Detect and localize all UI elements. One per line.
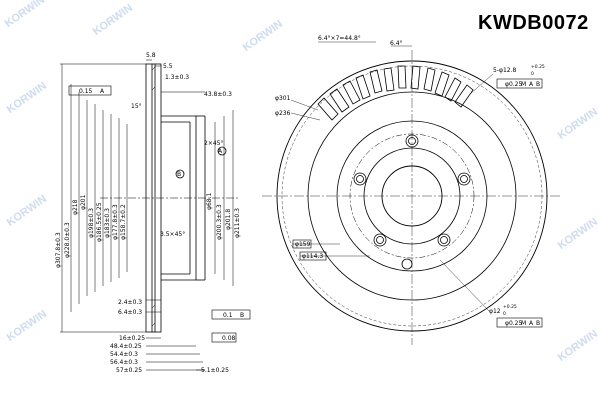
dim-68-1: φ68.1 (206, 193, 213, 211)
gdt-0-1: 0.1 (223, 312, 233, 319)
gdt-0-08: 0.08 (222, 335, 236, 342)
dim-177-8: φ177.8±0.3 (112, 204, 119, 240)
side-view-labels: 5.8 5.5 1.3±0.3 0.15 A 15° φ307.8±0.3 φ2… (55, 52, 244, 374)
locating-hole-dim: φ12 (489, 308, 501, 315)
gdt-0-15: 0.15 (79, 88, 93, 95)
front-view (262, 41, 560, 345)
gdt2-b: B (536, 320, 540, 327)
locating-hole (401, 258, 413, 270)
dim-43-8: 43.8±0.3 (204, 91, 232, 98)
dim-198: φ198±0.3 (88, 208, 95, 238)
bolt-hole-tol-lower: 0 (531, 71, 534, 77)
dim-2-4: 2.4±0.3 (118, 299, 142, 306)
bolt-hole-tol-upper: +0.25 (531, 64, 545, 70)
dim-6-4: 6.4±0.3 (118, 309, 142, 316)
dim-5-5: 5.5 (163, 63, 173, 70)
dim-158-7: φ158.7±0.2 (120, 204, 127, 240)
dim-200-3: φ200.3±0.3 (216, 204, 223, 240)
dim-228: φ228.0±0.3 (64, 222, 71, 258)
gdt2-position: φ0.25 (505, 320, 523, 327)
dim-57: 57±0.25 (116, 367, 142, 374)
front-view-labels: 6.4°×7=44.8° 6.4° 5-φ12.8 +0.25 0 φ0.25 … (275, 35, 545, 327)
side-view (60, 59, 251, 371)
chamfer-2x45: 2×45° (204, 140, 223, 147)
dim-16: 16±0.25 (119, 335, 145, 342)
gdt-a: A (529, 81, 534, 88)
dim-186-5: φ186.5±0.25 (96, 202, 103, 242)
dim-1-3: 1.3±0.3 (165, 74, 189, 81)
datum-marker-b: B (177, 171, 181, 178)
cooling-slots (317, 65, 474, 121)
dim-5-8: 5.8 (146, 52, 156, 59)
dim-56-4: 56.4±0.3 (110, 359, 138, 366)
dim-183: φ183±0.3 (104, 208, 111, 238)
dim-48-4: 48.4±0.25 (110, 343, 142, 350)
dim-201-8: φ201.8 (225, 209, 232, 230)
bolt-hole-dim: 5-φ12.8 (493, 67, 516, 74)
gdt2-m: M (521, 320, 526, 327)
gdt-datum-a: A (100, 88, 105, 95)
dim-307-8: φ307.8±0.3 (55, 232, 62, 268)
gdt-m: M (521, 81, 526, 88)
locating-tol-lower: 0 (503, 311, 506, 317)
angle-15: 15° (131, 103, 142, 110)
datum-marker-a: A (218, 148, 223, 155)
gdt-datum-b: B (240, 312, 244, 319)
bolt-holes (353, 134, 471, 247)
locating-tol-upper: +0.25 (503, 304, 517, 310)
slot-spacing: 6.4°×7=44.8° (318, 35, 361, 42)
dim-218: φ218 (72, 199, 79, 215)
dim-5-1: 5.1±0.25 (201, 367, 229, 374)
gdt-b: B (536, 81, 540, 88)
dim-114-3: φ114.3 (302, 253, 323, 260)
gdt2-a: A (529, 320, 534, 327)
dim-159: φ159 (295, 241, 311, 248)
dim-211: φ211±0.3 (234, 208, 241, 238)
dim-54-4: 54.4±0.3 (110, 351, 138, 358)
dim-301: φ301 (275, 95, 291, 102)
gdt-position: φ0.25 (505, 81, 523, 88)
chamfer-3-5x45: 3.5×45° (160, 231, 185, 238)
dim-236: φ236 (275, 110, 291, 117)
slot-angle: 6.4° (390, 40, 403, 47)
dim-201: φ201 (80, 194, 87, 210)
part-number: KWDB0072 (478, 12, 589, 34)
